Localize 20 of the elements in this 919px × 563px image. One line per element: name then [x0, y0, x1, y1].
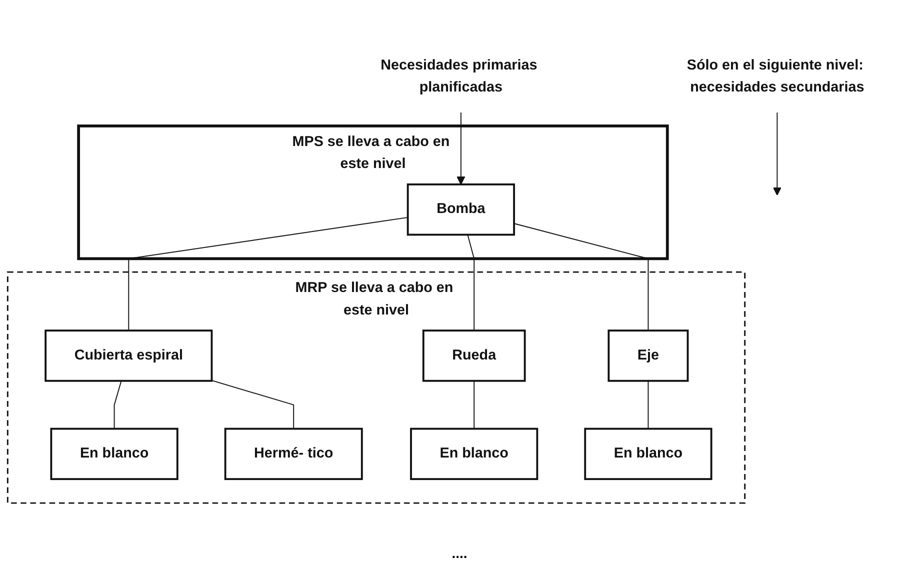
node-box: Hermé- tico — [224, 427, 363, 480]
node-box: En blanco — [410, 427, 538, 480]
node-box: Bomba — [406, 183, 515, 236]
node-box: Rueda — [422, 329, 526, 382]
node-box: En blanco — [584, 427, 712, 480]
node-text: Sólo en el siguiente nivel: necesidades secundarias — [686, 56, 864, 94]
node-box: Cubierta espiral — [44, 329, 213, 382]
arrow — [772, 112, 782, 196]
continuation-dots: .... — [452, 545, 468, 561]
node-text: Necesidades primarias planificadas — [380, 56, 538, 94]
arrow — [456, 112, 466, 184]
node-box: En blanco — [50, 427, 178, 480]
connector-line — [467, 234, 475, 331]
connector-line — [128, 216, 408, 331]
connector-line — [648, 380, 649, 429]
node-box: Eje — [608, 329, 689, 382]
connector-line — [474, 380, 475, 429]
connector-line — [211, 380, 294, 429]
connector-line — [114, 380, 122, 429]
connector-line — [514, 222, 649, 331]
